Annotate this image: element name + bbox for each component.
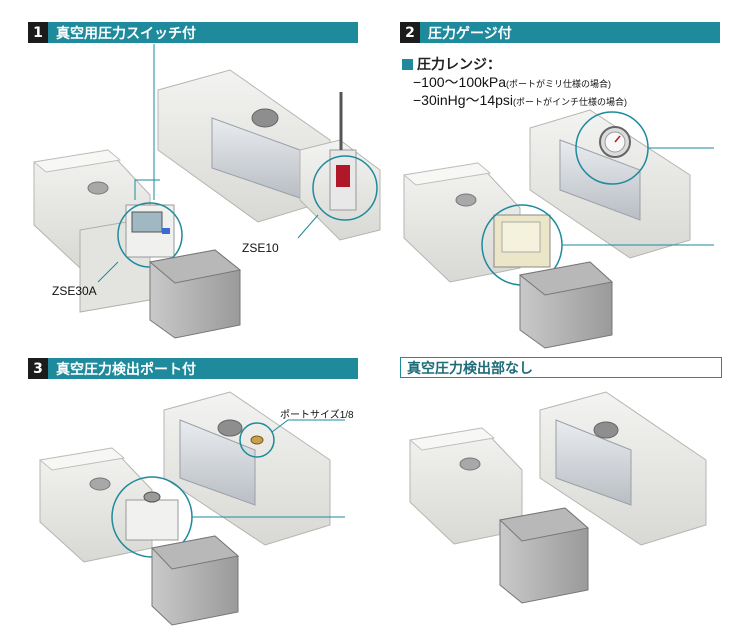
pressure-range-title: 圧力レンジ：	[402, 54, 501, 74]
range-value-2: −30inHg〜14psi	[413, 92, 514, 108]
callout-port-size: ポートサイズ1/8	[280, 410, 354, 421]
pressure-range-label: 圧力レンジ：	[417, 57, 501, 73]
panel-2-title: 圧力ゲージ付	[420, 22, 720, 43]
square-bullet-icon	[402, 58, 413, 70]
panel-2-illustration	[402, 109, 714, 349]
panel-4-title: 真空圧力検出部なし	[400, 357, 722, 378]
panel-4-illustration	[408, 391, 707, 604]
panel-2-number: 2	[400, 22, 420, 43]
range-value-1: −100〜100kPa	[413, 74, 507, 90]
range-note-2: (ポートがインチ仕様の場合)	[513, 97, 628, 107]
callout-zse30a: ZSE30A	[52, 284, 97, 298]
panel-3-title: 真空圧力検出ポート付	[48, 358, 358, 379]
range-note-1: (ポートがミリ仕様の場合)	[506, 79, 612, 89]
panel-1-title: 真空用圧力スイッチ付	[48, 22, 358, 43]
panel-3-illustration	[38, 391, 345, 626]
callout-zse10: ZSE10	[242, 241, 279, 255]
panel-1-header: 1 真空用圧力スイッチ付	[28, 22, 358, 43]
panel-2-header: 2 圧力ゲージ付	[400, 22, 720, 43]
panel-3-header: 3 真空圧力検出ポート付	[28, 358, 358, 379]
panel-3-number: 3	[28, 358, 48, 379]
panel-1-number: 1	[28, 22, 48, 43]
pressure-range-line-2: −30inHg〜14psi(ポートがインチ仕様の場合)	[413, 90, 627, 110]
pressure-range-line-1: −100〜100kPa(ポートがミリ仕様の場合)	[413, 72, 611, 92]
panel-1-illustration	[32, 44, 381, 339]
